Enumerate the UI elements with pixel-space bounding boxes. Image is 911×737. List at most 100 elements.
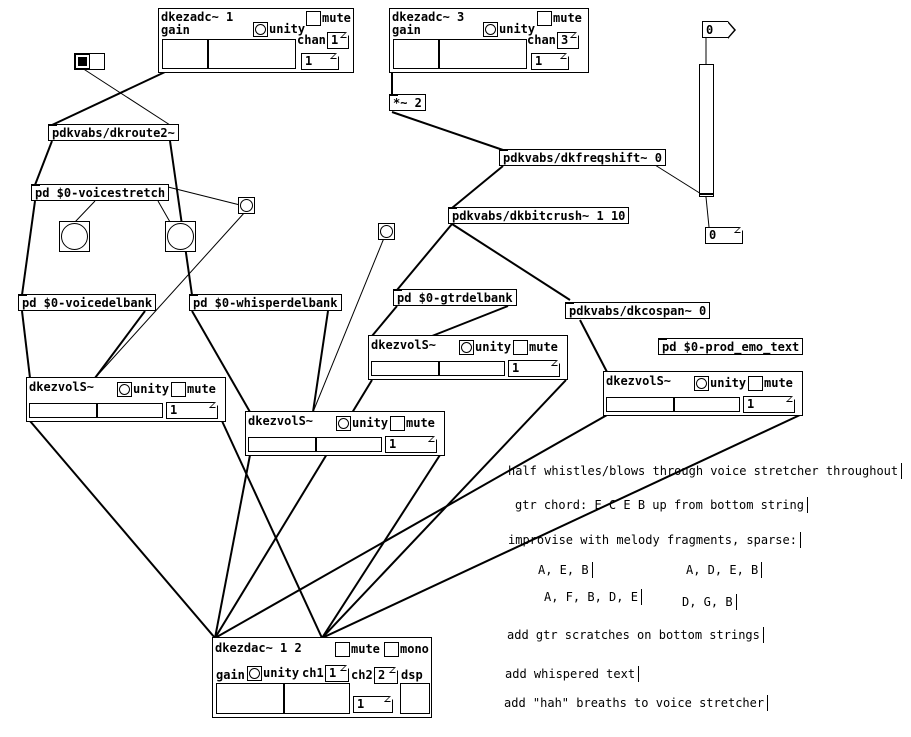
cospan-object[interactable]: pdkvabs/dkcospan~ 0 bbox=[565, 302, 711, 319]
small-bang-2[interactable] bbox=[378, 223, 395, 240]
bitcrush-object[interactable]: pdkvabs/dkbitcrush~ 1 10 bbox=[448, 207, 630, 224]
adc1-gain-label: gain bbox=[161, 23, 190, 37]
voicestretch-object[interactable]: pd $0-voicestretch bbox=[31, 184, 170, 201]
vol1-slider[interactable] bbox=[29, 403, 163, 418]
vol2-knob bbox=[315, 438, 317, 451]
dac-ch1-label: ch1 bbox=[302, 666, 324, 680]
vol1-mute-label: mute bbox=[187, 382, 216, 396]
vol2-panel: dkezvolS~ unity mute 1 bbox=[245, 411, 445, 456]
adc3-chan-number[interactable]: 3 bbox=[557, 32, 579, 49]
vol3-unity-bang[interactable] bbox=[459, 340, 474, 355]
vol4-mute-toggle[interactable] bbox=[748, 376, 763, 391]
vol4-slider[interactable] bbox=[606, 397, 740, 412]
vol3-panel: dkezvolS~ unity mute 1 bbox=[368, 335, 568, 380]
cord bbox=[34, 140, 53, 186]
dac-unity-bang[interactable] bbox=[247, 666, 262, 681]
dac-gain-slider[interactable] bbox=[216, 683, 350, 714]
adc3-chan-label: chan bbox=[527, 33, 556, 47]
vol4-unity-label: unity bbox=[710, 376, 747, 390]
cord bbox=[451, 165, 504, 209]
vol1-knob bbox=[96, 404, 98, 417]
vol2-number[interactable]: 1 bbox=[385, 436, 437, 453]
whisperdelbank-object[interactable]: pd $0-whisperdelbank bbox=[189, 294, 342, 311]
cord bbox=[221, 420, 323, 639]
dac-ch2-number[interactable]: 2 bbox=[374, 667, 398, 684]
zero-message-text: 0 bbox=[706, 23, 714, 37]
dac-mono-toggle[interactable] bbox=[384, 642, 399, 657]
vol4-name: dkezvolS~ bbox=[606, 374, 672, 388]
adc3-gain-slider[interactable] bbox=[393, 39, 527, 69]
voicestretch-bang-left[interactable] bbox=[59, 221, 90, 252]
dac-gain-label: gain bbox=[216, 668, 245, 682]
cord bbox=[157, 200, 171, 223]
adc3-gain-label: gain bbox=[392, 23, 421, 37]
dac-mute-label: mute bbox=[351, 642, 380, 656]
vol2-unity-bang[interactable] bbox=[336, 416, 351, 431]
comment-notes-2: A, D, E, B bbox=[686, 562, 763, 578]
vertical-slider[interactable] bbox=[699, 64, 714, 197]
adc3-unity-circle bbox=[485, 24, 496, 35]
dac-panel: dkezdac~ 1 2 mute mono gain unity ch1 1 … bbox=[212, 637, 432, 718]
right-number[interactable]: 0 bbox=[705, 227, 743, 244]
comment-notes-3: A, F, B, D, E bbox=[544, 589, 642, 605]
cord bbox=[312, 310, 329, 413]
cord bbox=[705, 196, 710, 228]
comment-whispered: add whispered text bbox=[505, 666, 640, 682]
emo-text-object[interactable]: pd $0-prod_emo_text bbox=[658, 338, 804, 355]
adc1-unity-bang[interactable] bbox=[253, 22, 268, 37]
vol1-panel: dkezvolS~ unity mute 1 bbox=[26, 377, 226, 422]
adc1-unity-circle bbox=[255, 24, 266, 35]
adc1-chan-number[interactable]: 1 bbox=[327, 32, 349, 49]
vol2-unity-circle bbox=[338, 418, 349, 429]
cord bbox=[321, 454, 441, 639]
vol1-unity-circle bbox=[119, 384, 130, 395]
adc1-mute-toggle[interactable] bbox=[306, 11, 321, 26]
cord bbox=[191, 310, 251, 413]
dac-gain-knob bbox=[283, 684, 285, 713]
dac-mute-toggle[interactable] bbox=[335, 642, 350, 657]
dac-ch1-number[interactable]: 1 bbox=[325, 665, 349, 682]
cord bbox=[159, 184, 241, 206]
vol2-slider[interactable] bbox=[248, 437, 382, 452]
adc1-name: dkezadc~ 1 bbox=[161, 10, 234, 24]
cord bbox=[74, 200, 96, 223]
vol4-knob bbox=[673, 398, 675, 411]
zero-message[interactable]: 0 bbox=[702, 21, 736, 39]
voicedelbank-object[interactable]: pd $0-voicedelbank bbox=[18, 294, 157, 311]
mul-object[interactable]: *~ 2 bbox=[389, 94, 426, 111]
adc3-unity-bang[interactable] bbox=[483, 22, 498, 37]
voicestretch-bang-right[interactable] bbox=[165, 221, 196, 252]
comment-whistles: half whistles/blows through voice stretc… bbox=[508, 463, 903, 479]
vol2-mute-toggle[interactable] bbox=[390, 416, 405, 431]
adc3-number[interactable]: 1 bbox=[531, 53, 569, 70]
vol3-number[interactable]: 1 bbox=[508, 360, 560, 377]
vol1-number[interactable]: 1 bbox=[166, 402, 218, 419]
vol1-unity-label: unity bbox=[133, 382, 170, 396]
small-bang-1[interactable] bbox=[238, 197, 255, 214]
route-object[interactable]: pdkvabs/dkroute2~ bbox=[48, 124, 179, 141]
adc1-gain-slider[interactable] bbox=[162, 39, 296, 69]
route-toggle[interactable] bbox=[75, 54, 90, 69]
dac-number[interactable]: 1 bbox=[353, 696, 393, 713]
route-toggle-frame bbox=[74, 53, 105, 70]
vol1-mute-toggle[interactable] bbox=[171, 382, 186, 397]
freqshift-object[interactable]: pdkvabs/dkfreqshift~ 0 bbox=[499, 149, 666, 166]
vol4-unity-bang[interactable] bbox=[694, 376, 709, 391]
cord bbox=[214, 454, 251, 639]
vol3-slider[interactable] bbox=[371, 361, 505, 376]
adc1-number[interactable]: 1 bbox=[301, 53, 339, 70]
vol4-number[interactable]: 1 bbox=[743, 396, 795, 413]
cord bbox=[214, 414, 608, 639]
comment-notes-4: D, G, B bbox=[682, 594, 737, 610]
dac-unity-circle bbox=[249, 668, 260, 679]
vol3-mute-toggle[interactable] bbox=[513, 340, 528, 355]
vol1-unity-bang[interactable] bbox=[117, 382, 132, 397]
vol3-knob bbox=[438, 362, 440, 375]
adc3-unity-label: unity bbox=[499, 22, 536, 36]
adc3-panel: dkezadc~ 3 gain unity mute chan 3 1 bbox=[389, 8, 589, 73]
voicestretch-circle-right bbox=[167, 223, 194, 250]
gtrdelbank-object[interactable]: pd $0-gtrdelbank bbox=[393, 289, 517, 306]
message-flag bbox=[728, 23, 734, 37]
adc3-mute-toggle[interactable] bbox=[537, 11, 552, 26]
dac-dsp-toggle[interactable] bbox=[400, 683, 430, 714]
